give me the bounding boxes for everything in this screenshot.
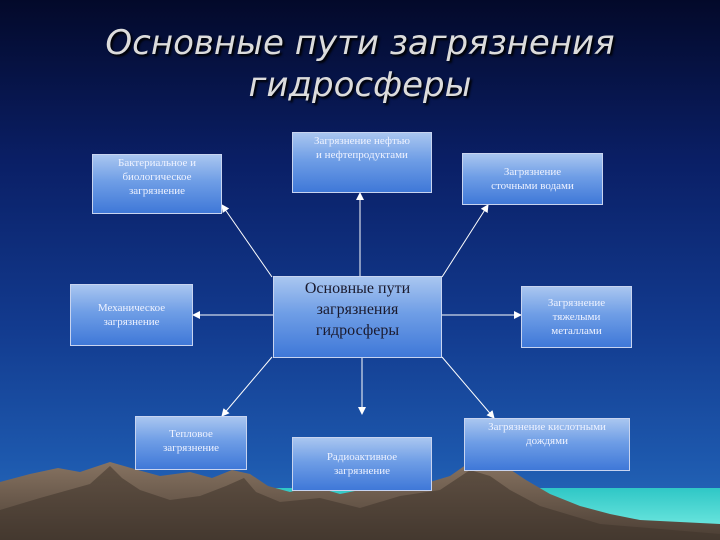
mountain-shading <box>0 466 720 540</box>
arrow-to-thermal <box>221 356 273 417</box>
title-line-2: гидросферы <box>248 65 472 105</box>
arrow-to-acid-rain <box>441 356 495 419</box>
arrow-to-sewage <box>441 204 489 278</box>
slide-title: Основные пути загрязнения гидросферы <box>0 22 720 106</box>
arrow-to-bacterial <box>221 204 273 278</box>
title-line-1: Основные пути загрязнения <box>105 23 615 63</box>
